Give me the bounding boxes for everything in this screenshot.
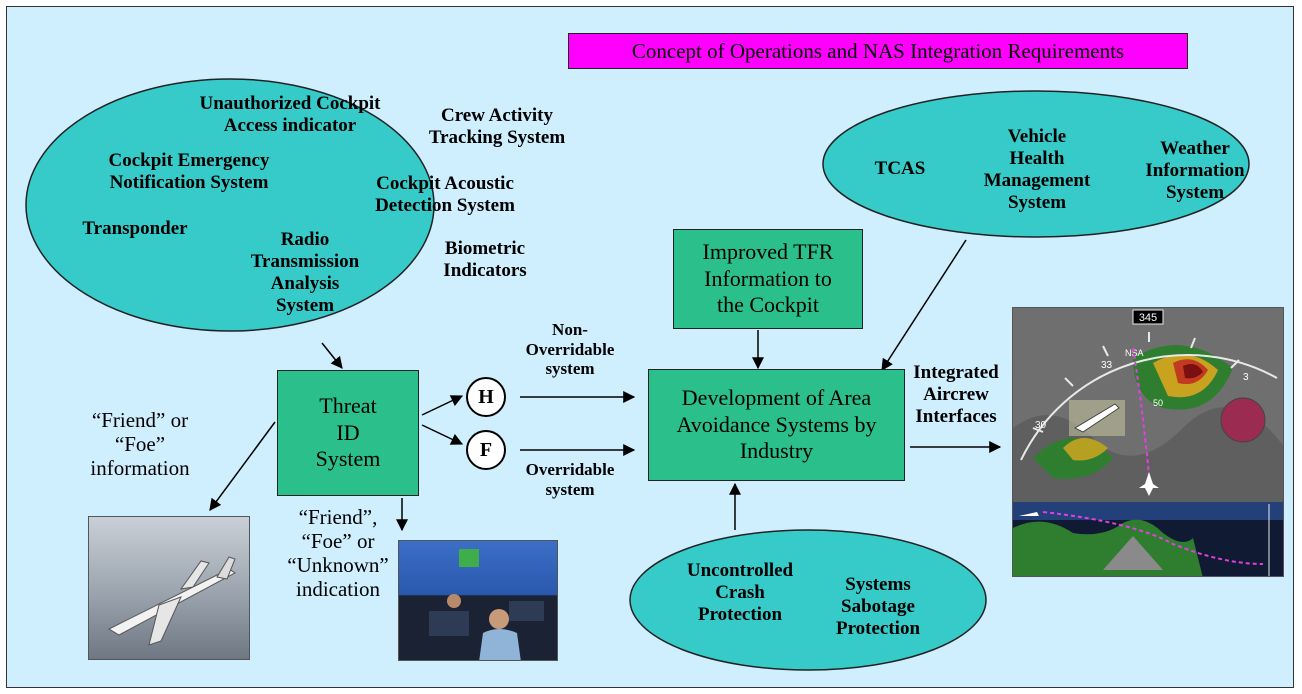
cockpit-emergency-notification-label: Cockpit Emergency Notification System	[108, 150, 270, 193]
vehicle-health-management-label: Vehicle Health Management System	[983, 126, 1091, 213]
protection-ellipse	[629, 529, 987, 671]
friend-foe-unknown-label: “Friend”, “Foe” or “Unknown” indication	[287, 505, 389, 602]
diagram-title-text: Concept of Operations and NAS Integratio…	[631, 39, 1125, 63]
cockpit-acoustic-detection-label: Cockpit Acoustic Detection System	[375, 173, 515, 216]
overridable-label: Overridable system	[525, 460, 615, 499]
diagram-title: Concept of Operations and NAS Integratio…	[568, 33, 1188, 69]
aircraft-photo	[88, 516, 250, 660]
range-50-label: 50	[1153, 398, 1163, 408]
threat-id-system-box: Threat ID System	[277, 370, 419, 496]
biometric-indicators-label: Biometric Indicators	[443, 238, 527, 281]
arrow-threat-to-h	[421, 395, 464, 416]
arrow-onboard-to-development	[881, 239, 967, 372]
onboard-systems-ellipse	[822, 90, 1250, 238]
vertical-profile-aircraft-icon	[1019, 512, 1039, 516]
atc-tower-photo	[398, 540, 558, 661]
airliner-icon	[107, 556, 236, 646]
weather-information-label: Weather Information System	[1145, 138, 1245, 203]
cockpit-display: 345 NSA 33 30 3 50	[1012, 307, 1284, 577]
traffic-aircraft-icon	[1074, 403, 1120, 433]
uncontrolled-crash-protection-label: Uncontrolled Crash Protection	[686, 560, 794, 625]
heading-readout: 345	[1139, 312, 1157, 324]
crew-activity-tracking-label: Crew Activity Tracking System	[428, 105, 566, 148]
sensors-ellipse	[25, 78, 435, 332]
systems-sabotage-protection-label: Systems Sabotage Protection	[835, 574, 921, 639]
arrow-threat-to-aircraft	[209, 421, 276, 511]
nsa-label: NSA	[1125, 348, 1144, 358]
compass-ticks	[1032, 332, 1240, 433]
improved-tfr-box: Improved TFR Information to the Cockpit	[673, 229, 863, 329]
tick-3-label: 3	[1243, 372, 1249, 383]
threat-marker	[1220, 397, 1266, 443]
arrow-threat-to-f	[421, 424, 464, 445]
integrated-aircrew-interfaces-label: Integrated Aircrew Interfaces	[913, 362, 999, 427]
transponder-label: Transponder	[82, 218, 188, 239]
controllers-icon	[399, 549, 557, 660]
moving-map-display: 345 NSA 33 30 3 50	[1013, 308, 1283, 576]
area-avoidance-development-box: Development of Area Avoidance Systems by…	[648, 369, 905, 481]
tick-33-label: 33	[1101, 360, 1113, 371]
friend-foe-information-label: “Friend” or “Foe” information	[90, 408, 190, 481]
radio-transmission-analysis-label: Radio Transmission Analysis System	[250, 229, 360, 316]
unauthorized-cockpit-access-label: Unauthorized Cockpit Access indicator	[199, 93, 381, 136]
tick-30-label: 30	[1035, 420, 1047, 431]
arrow-sensors-to-threat	[321, 342, 343, 369]
ownship-icon	[1139, 472, 1159, 496]
f-node: F	[466, 430, 506, 470]
tcas-label: TCAS	[874, 158, 926, 179]
non-overridable-label: Non- Overridable system	[525, 320, 615, 379]
h-node: H	[466, 377, 506, 417]
